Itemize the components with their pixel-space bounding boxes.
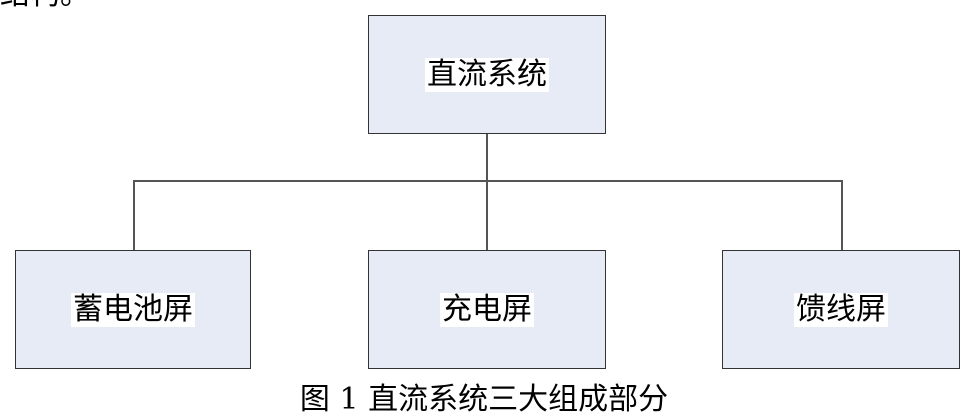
root-node-label: 直流系统 [425,56,549,92]
child-node-label: 馈线屏 [794,291,888,327]
child-node-label: 蓄电池屏 [71,291,195,327]
connector-child-2 [486,180,488,251]
connector-horizontal [133,180,843,182]
connector-child-1 [133,180,135,251]
root-node: 直流系统 [368,15,606,134]
connector-root-down [486,134,488,181]
child-node-battery: 蓄电池屏 [15,250,251,369]
preceding-text: 结构。 [0,0,90,12]
figure-caption: 图 1 直流系统三大组成部分 [299,382,669,417]
child-node-charger: 充电屏 [368,250,606,369]
child-node-label: 充电屏 [440,291,534,327]
child-node-feeder: 馈线屏 [722,250,960,369]
connector-child-3 [841,180,843,251]
